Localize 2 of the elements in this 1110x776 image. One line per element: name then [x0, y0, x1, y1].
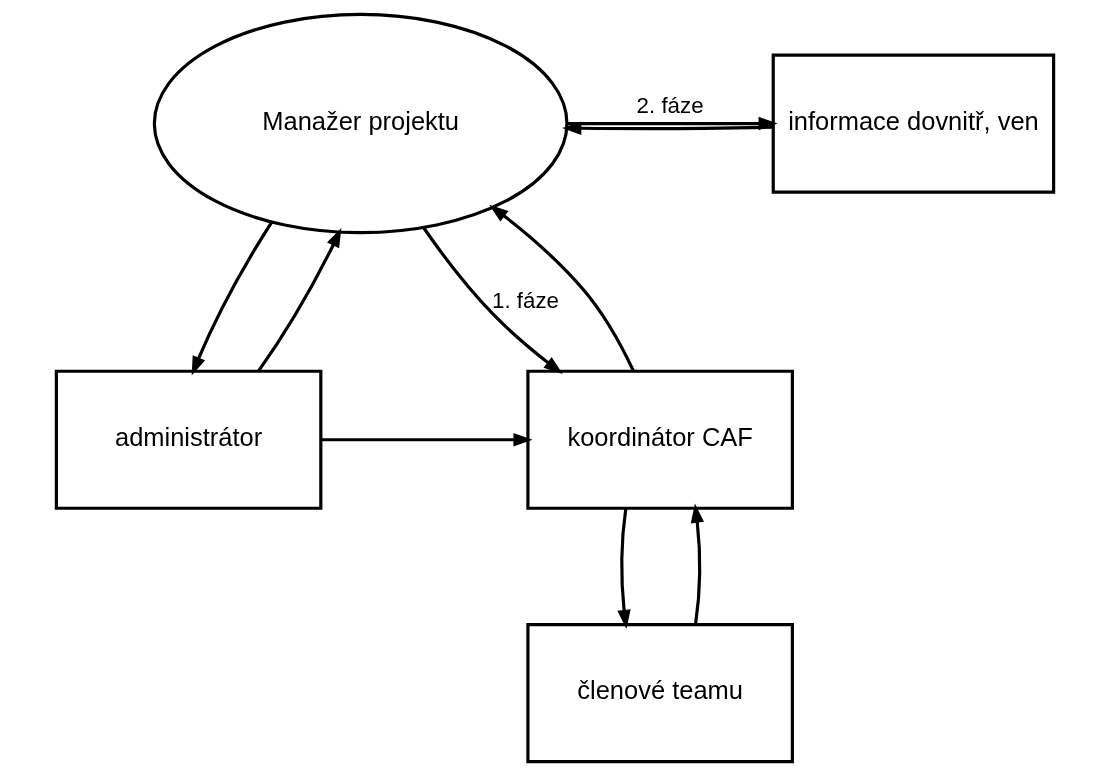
- edge-label: 1. fáze: [492, 287, 559, 313]
- edge-label: 2. fáze: [636, 92, 704, 118]
